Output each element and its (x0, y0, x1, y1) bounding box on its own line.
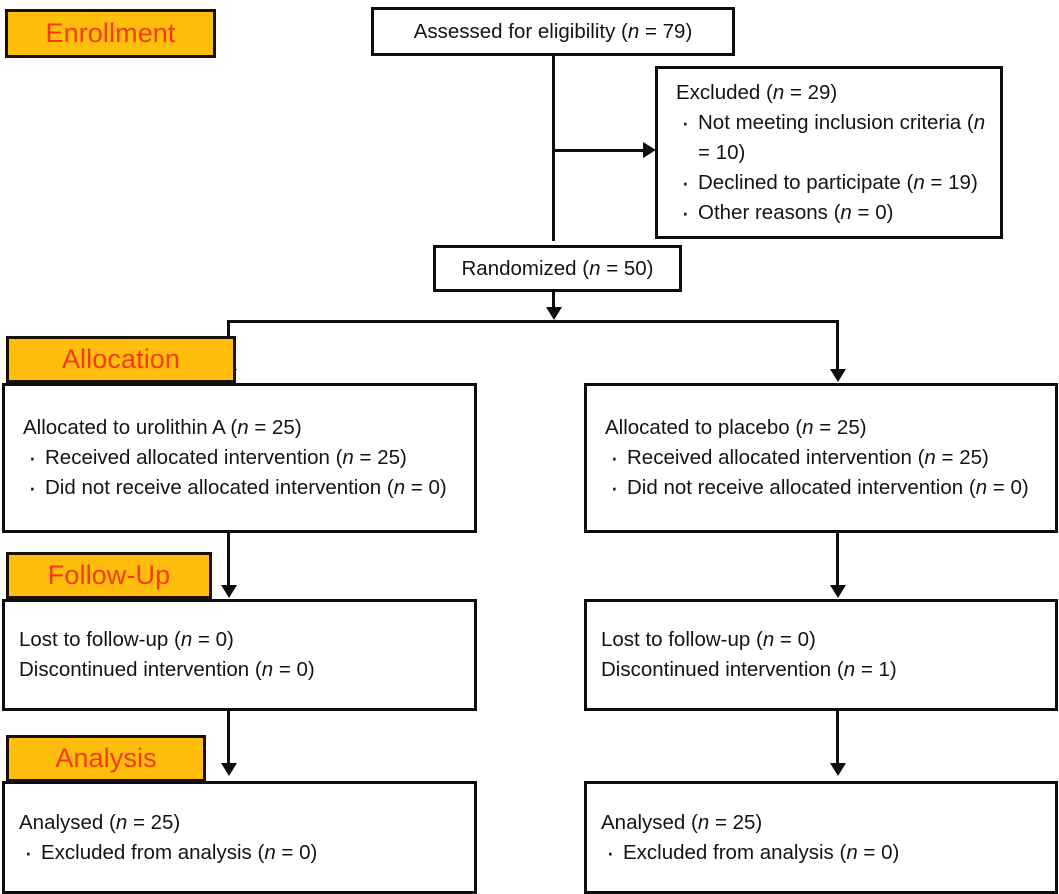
connector-assessed-to-randomized (552, 56, 555, 241)
allocation-right-item: Received allocated intervention (n = 25) (605, 442, 1041, 473)
allocation-left-heading: Allocated to urolithin A (n = 25) (23, 416, 302, 439)
stage-label-allocation-text: Allocation (61, 344, 181, 374)
arrow-right-to-followup (830, 585, 846, 598)
box-allocation-left: Allocated to urolithin A (n = 25) Receiv… (2, 383, 477, 533)
followup-right-line: Discontinued intervention (n = 1) (601, 658, 897, 681)
arrow-to-excluded (643, 142, 656, 158)
allocation-left-item: Received allocated intervention (n = 25) (23, 442, 460, 473)
box-followup-left: Lost to follow-up (n = 0) Discontinued i… (2, 599, 477, 711)
stage-label-analysis-text: Analysis (55, 743, 157, 773)
excluded-reason-item: Other reasons (n = 0) (676, 197, 986, 228)
box-assessed-for-eligibility: Assessed for eligibility (n = 79) (371, 7, 735, 56)
stage-label-enrollment-text: Enrollment (45, 18, 176, 48)
analysis-left-heading: Analysed (n = 25) (19, 810, 181, 834)
arrow-randomized-split (546, 307, 562, 320)
assessed-text: Assessed for eligibility (n = 79) (413, 19, 693, 43)
box-excluded: Excluded (n = 29) Not meeting inclusion … (655, 66, 1003, 239)
connector-split-right (836, 320, 839, 369)
box-allocation-right: Allocated to placebo (n = 25) Received a… (584, 383, 1058, 533)
box-analysis-left: Analysed (n = 25) Excluded from analysis… (2, 781, 477, 894)
analysis-right-item: Excluded from analysis (n = 0) (601, 837, 1041, 868)
box-analysis-right: Analysed (n = 25) Excluded from analysis… (584, 781, 1058, 894)
arrow-left-to-analysis (221, 763, 237, 776)
connector-assessed-to-excluded (552, 149, 643, 152)
stage-label-followup: Follow-Up (6, 552, 212, 599)
allocation-left-item: Did not receive allocated intervention (… (23, 472, 460, 503)
arrow-right-to-analysis (830, 763, 846, 776)
connector-right-followup-to-analysis (836, 711, 839, 763)
followup-left-line: Discontinued intervention (n = 0) (19, 658, 315, 681)
allocation-right-heading: Allocated to placebo (n = 25) (605, 416, 867, 439)
connector-split-bar (227, 320, 839, 323)
box-randomized: Randomized (n = 50) (433, 245, 682, 292)
connector-left-allocation-to-followup (227, 533, 230, 585)
arrow-to-right-allocation (830, 369, 846, 382)
excluded-heading: Excluded (n = 29) (676, 80, 838, 104)
followup-right-line: Lost to follow-up (n = 0) (601, 628, 816, 651)
randomized-text: Randomized (n = 50) (461, 256, 654, 280)
arrow-left-to-followup (221, 585, 237, 598)
stage-label-followup-text: Follow-Up (47, 560, 171, 590)
connector-randomized-stem (552, 292, 555, 311)
followup-left-line: Lost to follow-up (n = 0) (19, 628, 234, 651)
excluded-reason-item: Not meeting inclusion criteria (n = 10) (676, 107, 986, 168)
allocation-right-item: Did not receive allocated intervention (… (605, 472, 1041, 503)
box-followup-right: Lost to follow-up (n = 0) Discontinued i… (584, 599, 1058, 711)
stage-label-allocation: Allocation (6, 336, 236, 383)
connector-left-followup-to-analysis (227, 711, 230, 763)
connector-right-allocation-to-followup (836, 533, 839, 585)
analysis-right-heading: Analysed (n = 25) (601, 810, 763, 834)
stage-label-enrollment: Enrollment (5, 9, 216, 58)
stage-label-analysis: Analysis (6, 735, 206, 782)
excluded-reason-item: Declined to participate (n = 19) (676, 167, 986, 198)
analysis-left-item: Excluded from analysis (n = 0) (19, 837, 460, 868)
